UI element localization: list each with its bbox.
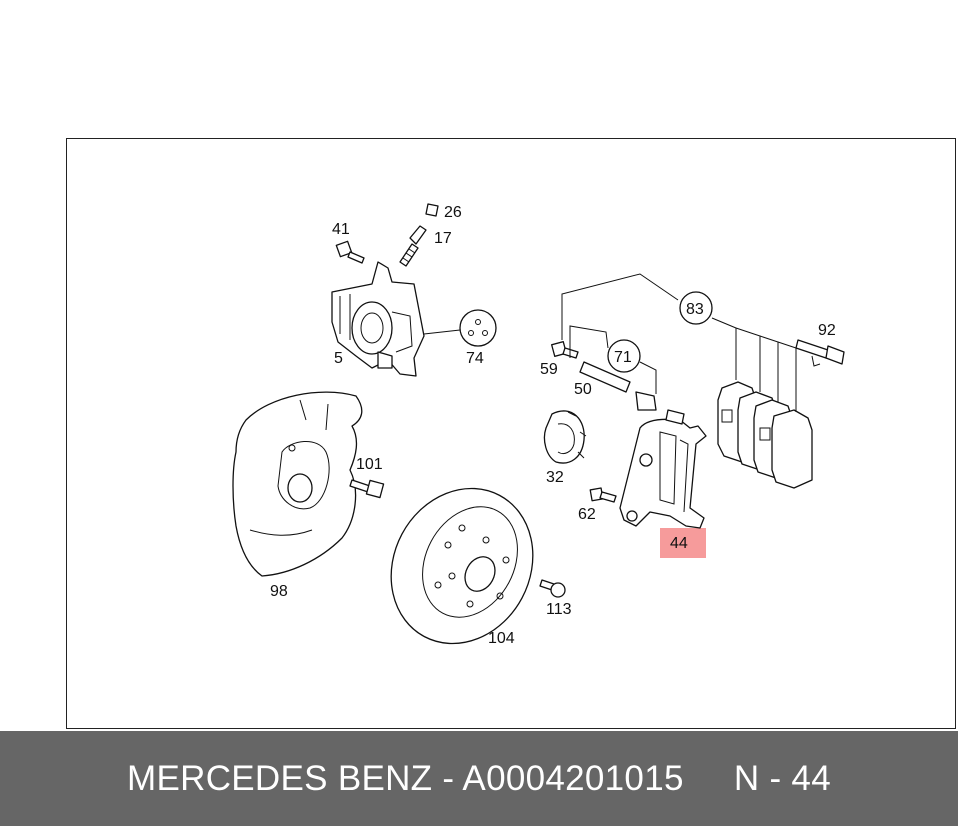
bolt-101-drawing: [349, 479, 385, 499]
label-83: 83: [686, 301, 704, 318]
label-5: 5: [334, 350, 343, 367]
callout-circle-71: [607, 339, 641, 373]
label-62: 62: [578, 506, 596, 523]
label-59: 59: [540, 361, 558, 378]
brake-exploded-diagram: 41 26 17 5 74 83 71 92 59 50 101 32 62 4…: [232, 203, 845, 647]
dust-shield-drawing: [232, 391, 363, 577]
footer-part-number: MERCEDES BENZ - A0004201015 N - 44: [127, 758, 831, 798]
label-71: 71: [614, 349, 632, 366]
label-74: 74: [466, 350, 484, 367]
brake-disc-drawing: [390, 487, 534, 645]
label-113: 113: [546, 601, 572, 618]
label-26: 26: [444, 204, 462, 221]
label-50: 50: [574, 381, 592, 398]
bolt-41-drawing: [335, 240, 365, 264]
label-98: 98: [270, 583, 288, 600]
brake-pads-drawing: [717, 381, 813, 489]
bolt-113-drawing: [539, 579, 566, 598]
highlight-part-44: [660, 528, 706, 558]
label-17: 17: [434, 230, 452, 247]
label-101: 101: [356, 456, 383, 473]
label-92: 92: [818, 322, 836, 339]
footer-bar: MERCEDES BENZ - A0004201015 N - 44: [0, 731, 958, 826]
label-32: 32: [546, 469, 564, 486]
triangle-plate-74-drawing: [423, 309, 497, 347]
label-41: 41: [332, 221, 350, 238]
label-44: 44: [670, 535, 688, 552]
guide-pins-drawing: [551, 341, 685, 425]
callout-circle-83: [679, 291, 713, 325]
caliper-bracket-44-drawing: [619, 418, 707, 529]
caliper-drawing: [331, 261, 425, 377]
leader-lines: [561, 273, 797, 412]
bolt-62-drawing: [589, 487, 617, 503]
spring-clip-32-drawing: [543, 410, 587, 464]
bleed-screw-drawing: [399, 203, 439, 267]
label-104: 104: [488, 630, 515, 647]
wear-sensor-92-drawing: [795, 339, 845, 367]
